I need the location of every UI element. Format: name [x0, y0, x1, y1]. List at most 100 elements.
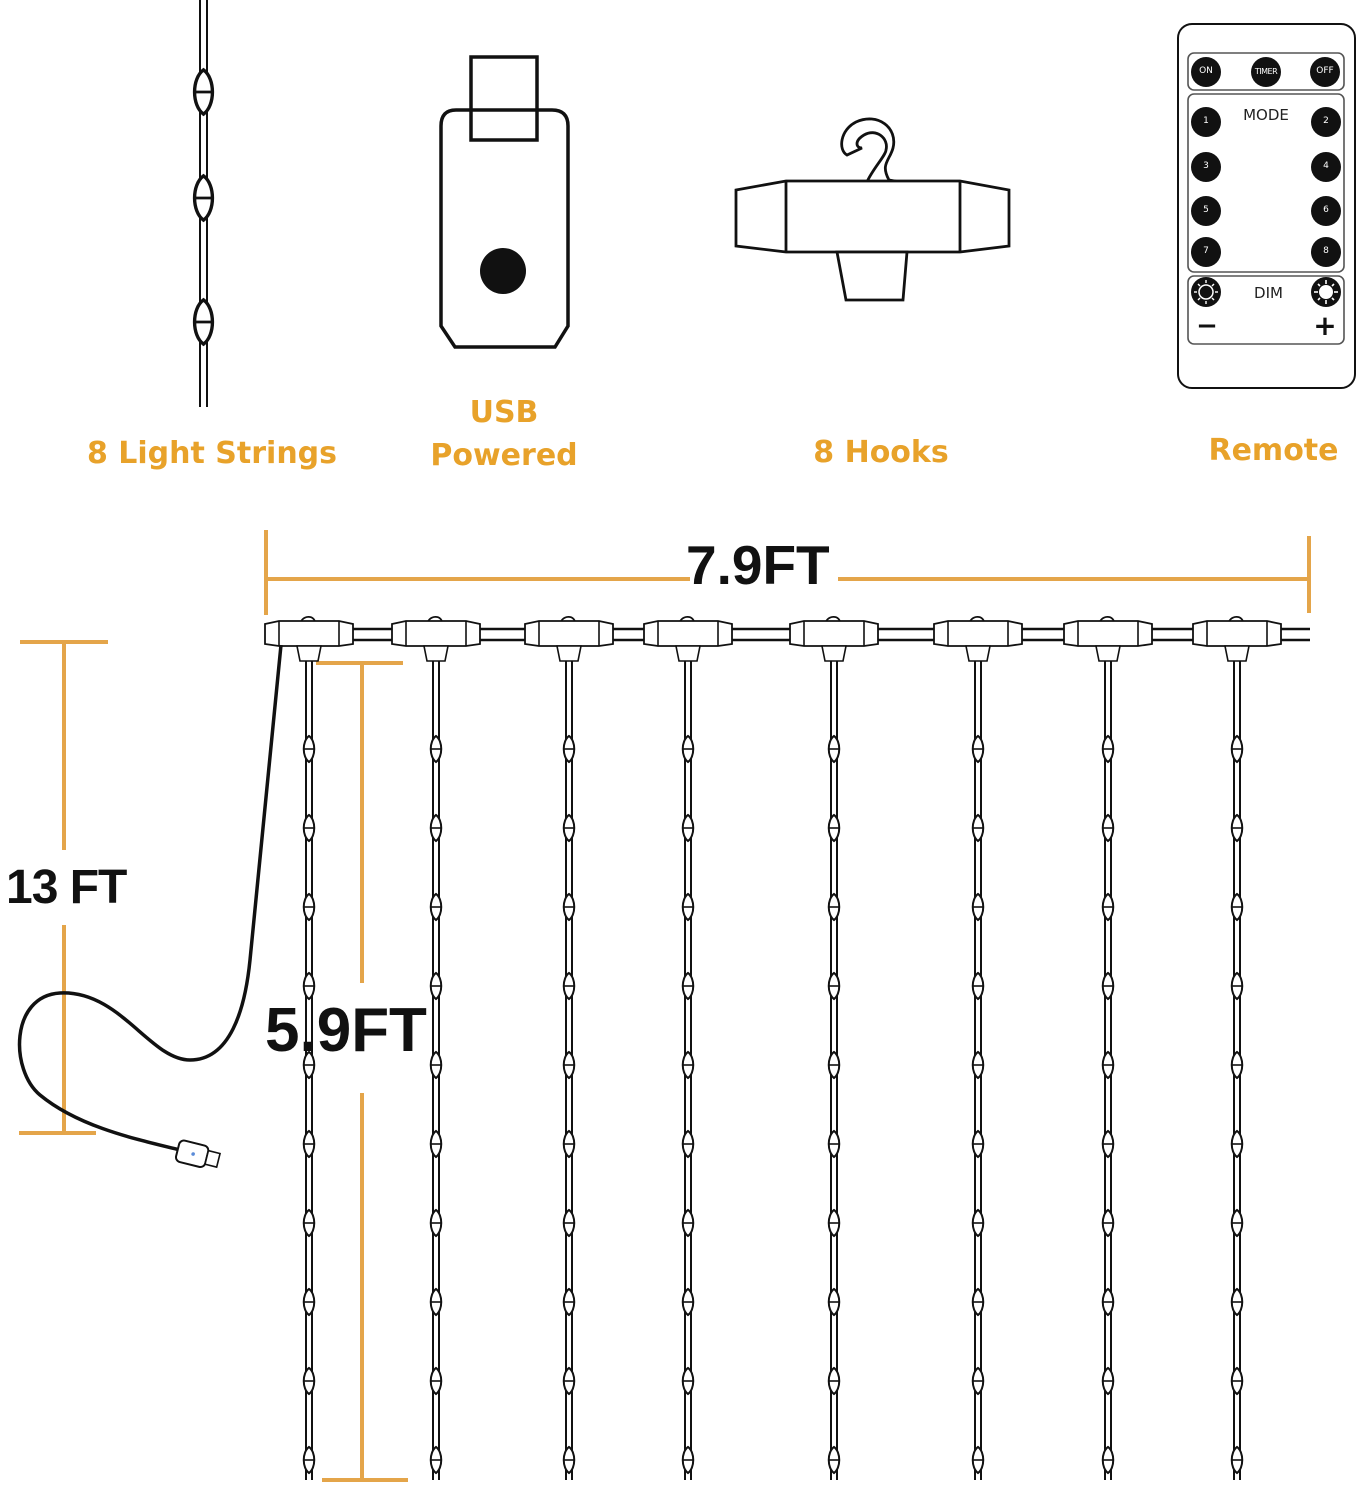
bulb-icon — [562, 1367, 576, 1395]
bulb-icon — [302, 814, 316, 842]
bulb-icon — [681, 1446, 695, 1474]
bulb-icon — [971, 814, 985, 842]
bulb-icon — [827, 1446, 841, 1474]
remote-on-button: ON — [1199, 66, 1213, 76]
bulb-icon — [1101, 1130, 1115, 1158]
feature-label-usb-line1: USB — [469, 395, 539, 430]
bulb-icon — [971, 1288, 985, 1316]
bulb-icon — [562, 972, 576, 1000]
remote-off-button: OFF — [1316, 66, 1334, 76]
bulb-icon — [562, 1446, 576, 1474]
lead-cable — [17, 644, 283, 1169]
bulb-icon — [971, 893, 985, 921]
bulb-icon — [429, 814, 443, 842]
bulb-icon — [827, 735, 841, 763]
bulb-icon — [302, 1209, 316, 1237]
bulb-icon — [827, 1367, 841, 1395]
bulb-icon — [681, 893, 695, 921]
bulb-icon — [302, 735, 316, 763]
bulb-icon — [1230, 1051, 1244, 1079]
bulb-icon — [827, 1051, 841, 1079]
bulb-icon — [429, 1130, 443, 1158]
remote-control-icon — [1177, 23, 1356, 389]
bulb-icon — [681, 1130, 695, 1158]
bulb-icon — [429, 1446, 443, 1474]
remote-mode-3: 3 — [1203, 161, 1209, 171]
bulb-icon — [681, 1367, 695, 1395]
remote-timer-button: TIMER — [1254, 67, 1278, 76]
remote-mode-8: 8 — [1323, 246, 1329, 256]
bulb-icon — [429, 972, 443, 1000]
bulb-icon — [562, 1288, 576, 1316]
remote-dim-plus: + — [1313, 309, 1337, 342]
bulb-icon — [562, 1209, 576, 1237]
bulb-icon — [827, 1209, 841, 1237]
bulb-icon — [681, 735, 695, 763]
drop-dimension-label: 5.9FT — [265, 996, 427, 1065]
bulb-icon — [681, 1209, 695, 1237]
light-string — [1101, 660, 1115, 1480]
bulb-icon — [1230, 1446, 1244, 1474]
bulb-icon — [1230, 1367, 1244, 1395]
bulb-icon — [971, 1051, 985, 1079]
light-string — [971, 660, 985, 1480]
bulb-icon — [827, 1130, 841, 1158]
bulb-icon — [1101, 1446, 1115, 1474]
remote-mode-7: 7 — [1203, 246, 1209, 256]
bulb-icon — [1101, 1209, 1115, 1237]
lead-cable-dimension-line — [19, 640, 108, 1135]
feature-label-light-strings: 8 Light Strings — [86, 436, 338, 471]
hook-clip-icon — [933, 615, 1023, 662]
bulb-icon — [1101, 1367, 1115, 1395]
hook-clip-icon — [1063, 615, 1153, 662]
usb-plug-icon — [439, 55, 570, 349]
hook-clip-icon — [264, 615, 354, 662]
bulb-icon — [681, 814, 695, 842]
hook-clip-icon — [734, 117, 1011, 302]
bulb-icon — [429, 1209, 443, 1237]
bulb-icon — [1101, 735, 1115, 763]
bulb-icon — [1101, 893, 1115, 921]
bulb-icon — [1101, 972, 1115, 1000]
bulb-icon — [1230, 735, 1244, 763]
light-string — [429, 660, 443, 1480]
remote-mode-2: 2 — [1323, 116, 1329, 126]
hook-clip-icon — [643, 615, 733, 662]
bulb-icon — [302, 1367, 316, 1395]
bulb-icon — [681, 1051, 695, 1079]
hook-clip-icon — [789, 615, 879, 662]
bulb-icon — [971, 1367, 985, 1395]
remote-mode-label: MODE — [1243, 106, 1289, 124]
bulb-icon — [429, 1367, 443, 1395]
light-string — [827, 660, 841, 1480]
light-strings — [302, 660, 1244, 1480]
light-string — [681, 660, 695, 1480]
bulb-icon — [302, 1446, 316, 1474]
remote-dim-label: DIM — [1254, 284, 1283, 302]
feature-label-usb: USB Powered — [414, 391, 594, 477]
hook-clip-icon — [1192, 615, 1282, 662]
remote-mode-6: 6 — [1323, 205, 1329, 215]
feature-label-hooks: 8 Hooks — [813, 435, 949, 470]
remote-mode-1: 1 — [1203, 116, 1209, 126]
bulb-icon — [1230, 814, 1244, 842]
feature-label-remote: Remote — [1208, 433, 1339, 468]
bulb-icon — [971, 972, 985, 1000]
light-string — [562, 660, 576, 1480]
bulb-icon — [302, 893, 316, 921]
bulb-icon — [1230, 1209, 1244, 1237]
bulb-icon — [562, 1130, 576, 1158]
bulb-icon — [681, 972, 695, 1000]
bulb-icon — [302, 1288, 316, 1316]
width-dimension-label: 7.9FT — [686, 534, 830, 596]
bulb-icon — [1101, 1051, 1115, 1079]
remote-dim-minus: − — [1196, 311, 1218, 341]
bulb-icon — [1101, 814, 1115, 842]
hook-clip-icon — [524, 615, 614, 662]
bulb-icon — [681, 1288, 695, 1316]
bulb-icon — [429, 1288, 443, 1316]
bulb-icon — [1230, 972, 1244, 1000]
drop-dimension-line — [316, 661, 408, 1482]
light-string — [302, 660, 316, 1480]
